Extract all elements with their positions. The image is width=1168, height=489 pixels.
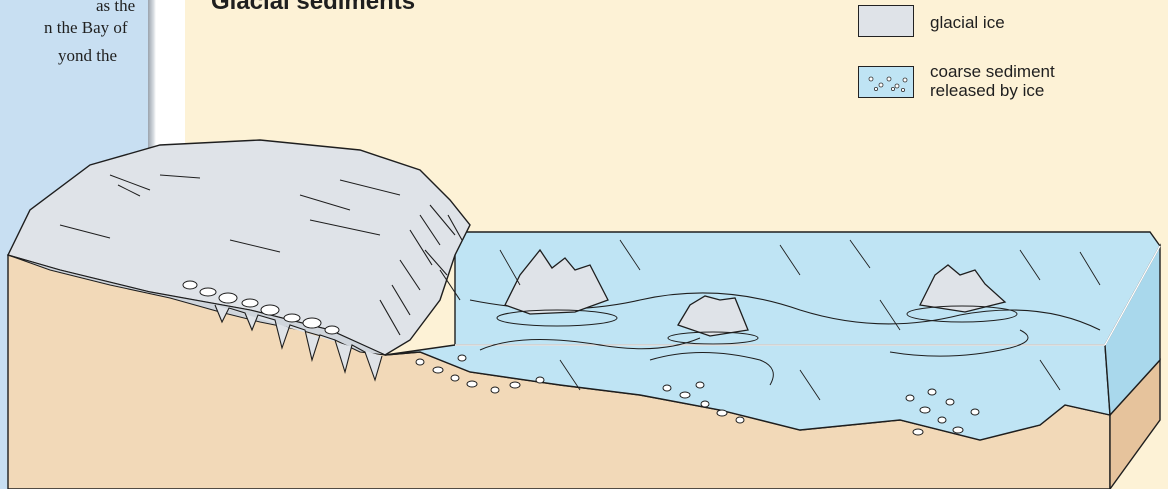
figure-title: Glacial sediments [211,0,415,16]
legend-label-glacial-ice: glacial ice [930,13,1005,32]
sediment-pattern-icon [859,67,915,99]
legend-swatch-glacial-ice [858,5,914,37]
legend-swatch-coarse-sediment [858,66,914,98]
legend-label-coarse-sediment: coarse sediment released by ice [930,62,1055,100]
